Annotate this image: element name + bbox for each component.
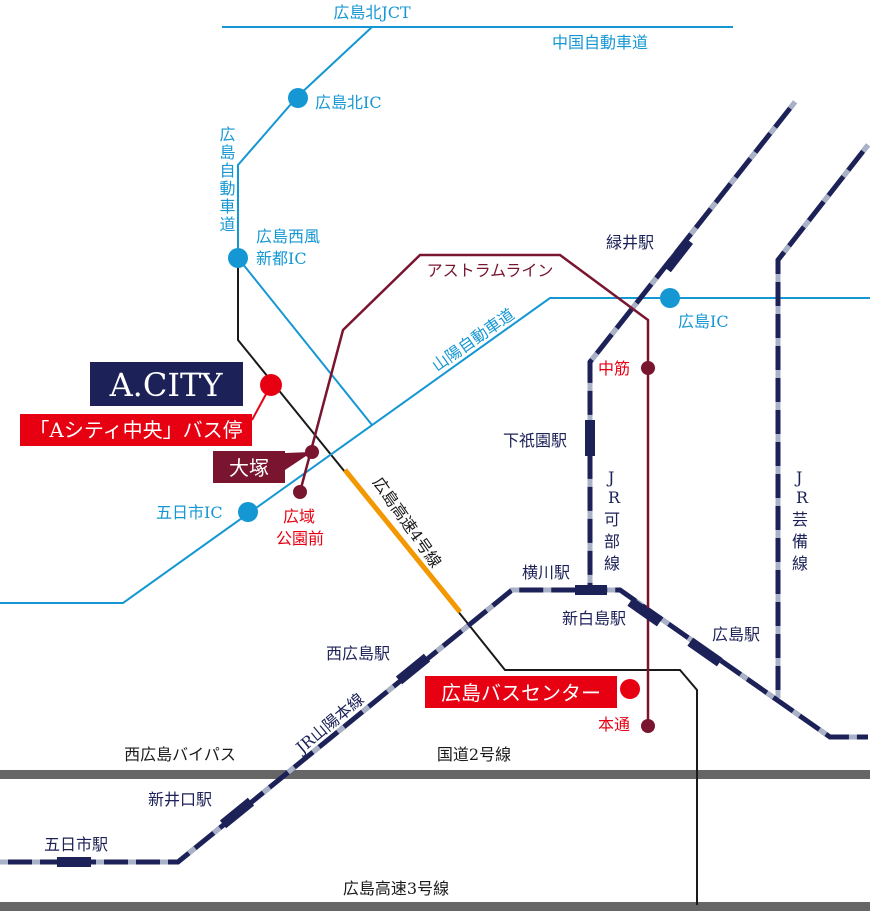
itsukaichi-ic-dot	[238, 502, 258, 522]
bus-center-label: 広島バスセンター	[441, 681, 601, 705]
koiki-label-2: 公園前	[276, 529, 324, 548]
bus-center-box	[425, 676, 617, 708]
a-city-label: A.CITY	[109, 366, 224, 404]
kabe-line-char-1: R	[608, 488, 621, 507]
ic-dots	[228, 88, 680, 522]
jr-kabe-line	[587, 100, 797, 590]
midorii-station-bar	[662, 237, 694, 273]
hiroshima-kita-ic-label: 広島北IC	[315, 93, 382, 112]
bus-center-marker	[620, 679, 640, 699]
sanyo-expressway-line	[0, 297, 870, 604]
bus-stop-label: 「Aシティ中央」バス停	[29, 418, 242, 442]
geibi-line-char-1: R	[796, 488, 809, 507]
hiroshima-station-label: 広島駅	[712, 625, 760, 644]
shin-hakushima-station-bar	[627, 597, 663, 627]
kabe-line-char-0: J	[606, 468, 614, 487]
shin-iguchi-label: 新井口駅	[148, 790, 212, 809]
itsukaichi-station-bar	[57, 857, 91, 867]
astram-line	[298, 253, 650, 726]
hiroshima-ic-dot	[660, 288, 680, 308]
kabe-line-char-2: 可	[604, 510, 620, 529]
shimogion-station-bar	[585, 420, 595, 456]
bus-stop-box	[20, 414, 252, 446]
shimogion-label: 下祇園駅	[503, 431, 567, 450]
midorii-label: 緑井駅	[606, 233, 654, 252]
geibi-line-label: J R 芸 備 線	[792, 468, 809, 573]
expressways	[0, 26, 870, 604]
itsukaichi-ic-label: 五日市IC	[156, 503, 223, 522]
hiroshima-station-bar	[687, 637, 723, 667]
kabe-line-char-4: 線	[604, 554, 620, 573]
hiroshima-expressway-line	[237, 26, 373, 258]
hiroshima-kita-jct-label: 広島北JCT	[333, 3, 411, 22]
geibi-line-char-3: 備	[792, 532, 808, 551]
sanyo-expressway-label: 山陽自動車道	[428, 305, 518, 376]
highway-4-label: 広島高速4号線	[369, 473, 445, 571]
nishi-hiroshima-station-bar	[395, 653, 431, 685]
highway-4-line	[343, 468, 462, 614]
national-roads	[0, 770, 870, 911]
itsukaichi-station-label: 五日市駅	[44, 835, 108, 854]
hiroshima-kita-ic-dot	[288, 88, 308, 108]
shin-hakushima-label: 新白島駅	[562, 609, 626, 628]
branch-line	[237, 257, 373, 426]
jr-lines	[0, 100, 870, 865]
nakasuji-label: 中筋	[598, 359, 630, 378]
kabe-line-char-3: 部	[604, 532, 620, 551]
hondori-label: 本通	[598, 715, 630, 734]
otsuka-box-label: 大塚	[229, 456, 269, 480]
sanyo-main-line-label: JR山陽本線	[291, 689, 368, 758]
yokogawa-station-bar	[575, 585, 607, 595]
hiroshima-ic-label: 広島IC	[678, 312, 729, 331]
a-city-box	[90, 362, 243, 406]
geibi-line-char-4: 線	[792, 554, 808, 573]
otsuka-box	[213, 451, 285, 483]
otsuka-pointer	[285, 452, 312, 470]
highway-3-label: 広島高速3号線	[343, 879, 449, 898]
geibi-line-char-2: 芸	[792, 510, 808, 529]
jr-geibi-line	[775, 143, 870, 698]
local-road	[237, 260, 698, 905]
a-city-pointer	[251, 384, 272, 421]
route-2-label: 国道2号線	[437, 745, 511, 764]
geibi-line-char-0: J	[794, 468, 802, 487]
chugoku-expressway-label: 中国自動車道	[552, 33, 648, 52]
hiroshima-seifu-ic-label-2: 新都IC	[256, 249, 307, 268]
nishi-hiroshima-label: 西広島駅	[326, 644, 390, 663]
nishi-hiroshima-bypass-label: 西広島バイパス	[124, 745, 236, 764]
koiki-label-1: 広域	[283, 507, 315, 526]
hiroshima-seifu-ic-dot	[228, 248, 248, 268]
astram-labels: アストラムライン 中筋 広域 公園前 本通	[276, 261, 630, 734]
shin-iguchi-station-bar	[219, 797, 255, 829]
nakasuji-dot	[641, 361, 655, 375]
kabe-line-label: J R 可 部 線	[604, 468, 621, 573]
hiroshima-seifu-ic-label-1: 広島西風	[256, 227, 320, 246]
red-markers	[251, 374, 640, 699]
hondori-dot	[641, 719, 655, 733]
jr-sanyo-line	[0, 587, 868, 865]
jr-station-bars	[57, 237, 723, 867]
callout-boxes: A.CITY 「Aシティ中央」バス停 大塚 広島バスセンター	[20, 362, 617, 708]
route-2-road	[0, 770, 870, 779]
koiki-dot	[293, 485, 307, 499]
astram-line-label: アストラムライン	[427, 261, 554, 280]
hiroshima-expressway-label: 広島自動車道	[217, 126, 236, 234]
yokogawa-label: 横川駅	[522, 563, 570, 582]
astram-dots	[293, 361, 655, 733]
highway-3-road	[0, 902, 870, 911]
